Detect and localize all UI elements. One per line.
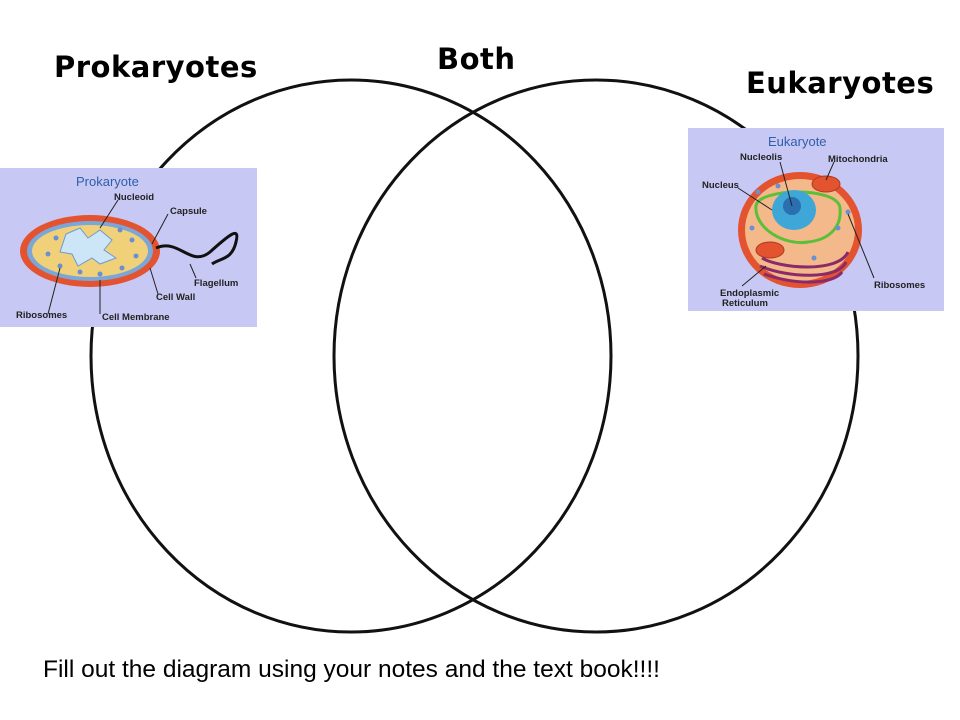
euk-label-nucleolis: Nucleolis (740, 152, 783, 163)
prok-label-cell-wall: Cell Wall (156, 292, 196, 303)
both-label: Both (437, 42, 516, 76)
euk-label-nucleus: Nucleus (702, 180, 739, 191)
instructions-text: Fill out the diagram using your notes an… (43, 656, 660, 683)
prokaryote-cell-drawing (20, 199, 239, 315)
prok-label-flagellum: Flagellum (194, 278, 239, 289)
euk-label-ribosomes: Ribosomes (874, 280, 926, 291)
eukaryote-illustration: Eukaryote Nucleolis Mitochondria Nucleus… (688, 128, 944, 311)
prok-label-capsule: Capsule (170, 206, 207, 217)
eukaryote-title: Eukaryote (768, 134, 827, 149)
prok-label-ribosomes: Ribosomes (16, 310, 68, 321)
prokaryotes-label: Prokaryotes (54, 50, 258, 84)
prokaryote-title: Prokaryote (76, 174, 139, 189)
euk-label-mitochondria: Mitochondria (828, 154, 888, 165)
prok-label-cell-membrane: Cell Membrane (102, 312, 170, 323)
venn-circle-right (332, 78, 860, 634)
euk-label-reticulum: Reticulum (722, 298, 768, 309)
eukaryotes-label: Eukaryotes (746, 66, 935, 100)
eukaryote-cell-drawing (737, 161, 875, 288)
euk-label-endoplasmic: Endoplasmic (720, 288, 780, 299)
prokaryote-illustration: Prokaryote Nucleoid Capsule Flagellum Ce… (0, 168, 257, 327)
prok-label-nucleoid: Nucleoid (114, 192, 155, 203)
venn-circle-left (89, 78, 613, 634)
